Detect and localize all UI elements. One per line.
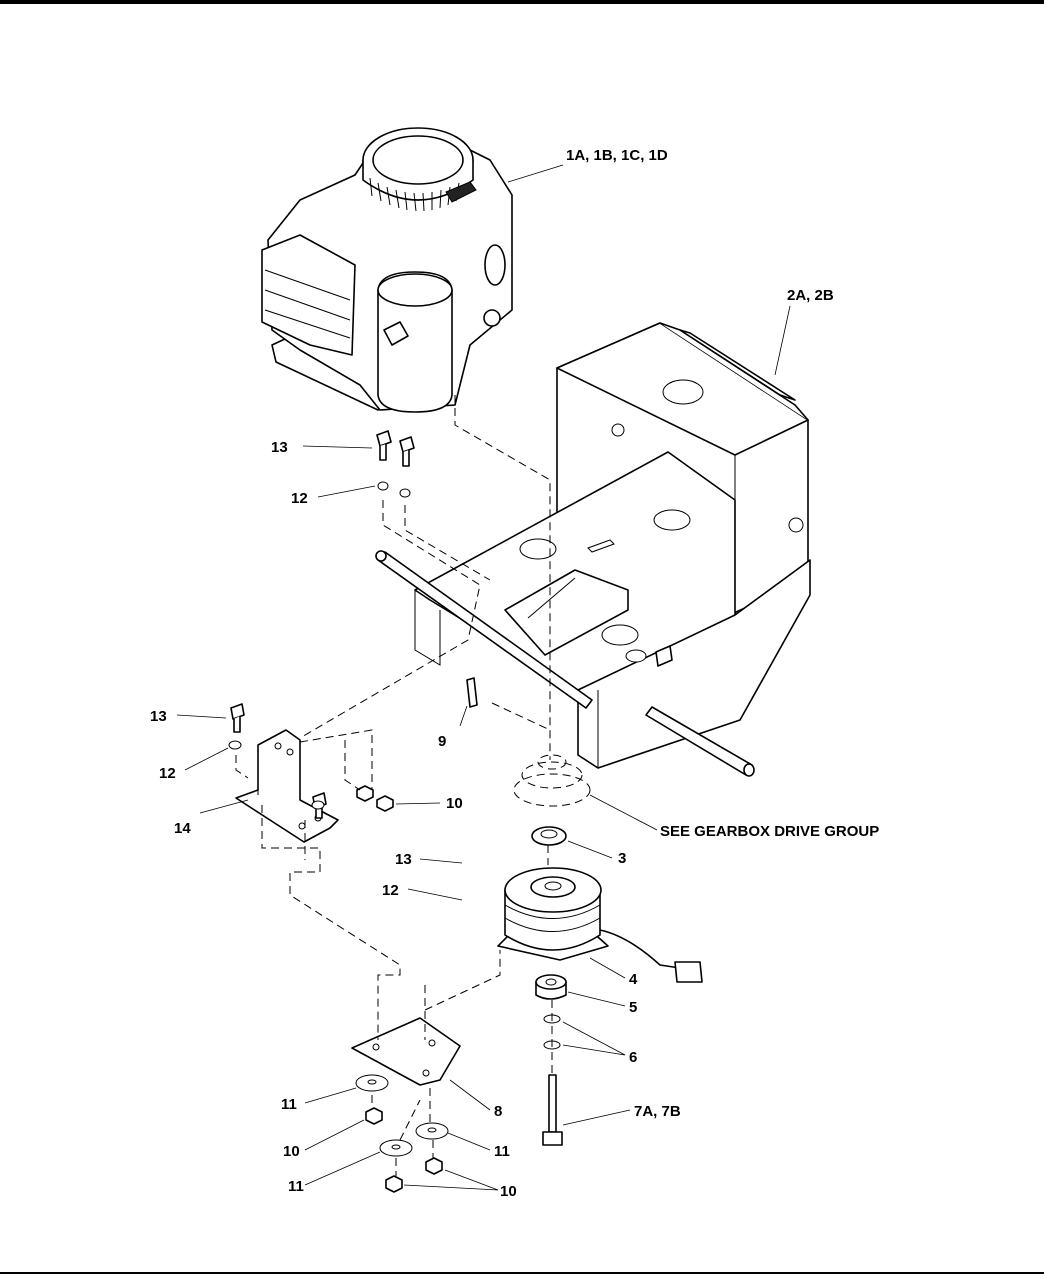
- callout-key: 9: [438, 733, 446, 750]
- callout-bushing: 5: [629, 999, 637, 1016]
- engine-illustration: [261, 127, 513, 413]
- spacer-part: [531, 826, 567, 846]
- bushing-part: [535, 974, 567, 1000]
- plate-hardware: [355, 1074, 449, 1193]
- callout-washer: 11: [288, 1178, 304, 1195]
- key-part: [466, 677, 478, 708]
- assembly-lines: [235, 395, 553, 1176]
- callout-gearbox-reference: SEE GEARBOX DRIVE GROUP: [660, 823, 879, 840]
- callout-bolt: 13: [395, 851, 412, 868]
- callout-washer: 11: [494, 1143, 510, 1160]
- callout-nut: 10: [446, 795, 463, 812]
- bracket-illustration: [228, 703, 394, 843]
- callout-frame: 2A, 2B: [787, 287, 834, 304]
- gearbox-pulley: [513, 754, 591, 807]
- callout-nut: 10: [283, 1143, 300, 1160]
- callout-washers: 6: [629, 1049, 637, 1066]
- callout-lockwasher: 12: [159, 765, 176, 782]
- frame-illustration: [375, 322, 811, 777]
- callout-washer: 11: [281, 1096, 297, 1113]
- upper-bolts: [376, 430, 415, 498]
- callout-spacer: 3: [618, 850, 626, 867]
- callout-nut: 10: [500, 1183, 517, 1200]
- clutch-bolt-part: [542, 1074, 563, 1146]
- callout-lockwasher: 12: [291, 490, 308, 507]
- callout-clutch: 4: [629, 971, 638, 988]
- callout-lockwasher: 12: [382, 882, 399, 899]
- plate-illustration: [351, 1017, 461, 1086]
- top-rule: [0, 0, 1044, 4]
- clutch-illustration: [497, 867, 703, 983]
- bottom-rule: [0, 1272, 1044, 1274]
- leader-lines: [176, 164, 791, 1191]
- callout-engine: 1A, 1B, 1C, 1D: [566, 147, 668, 164]
- callout-bolt: 13: [271, 439, 288, 456]
- callout-bracket: 14: [174, 820, 191, 837]
- callout-plate: 8: [494, 1103, 502, 1120]
- callout-bolt: 13: [150, 708, 167, 725]
- callout-clutch-bolt: 7A, 7B: [634, 1103, 681, 1120]
